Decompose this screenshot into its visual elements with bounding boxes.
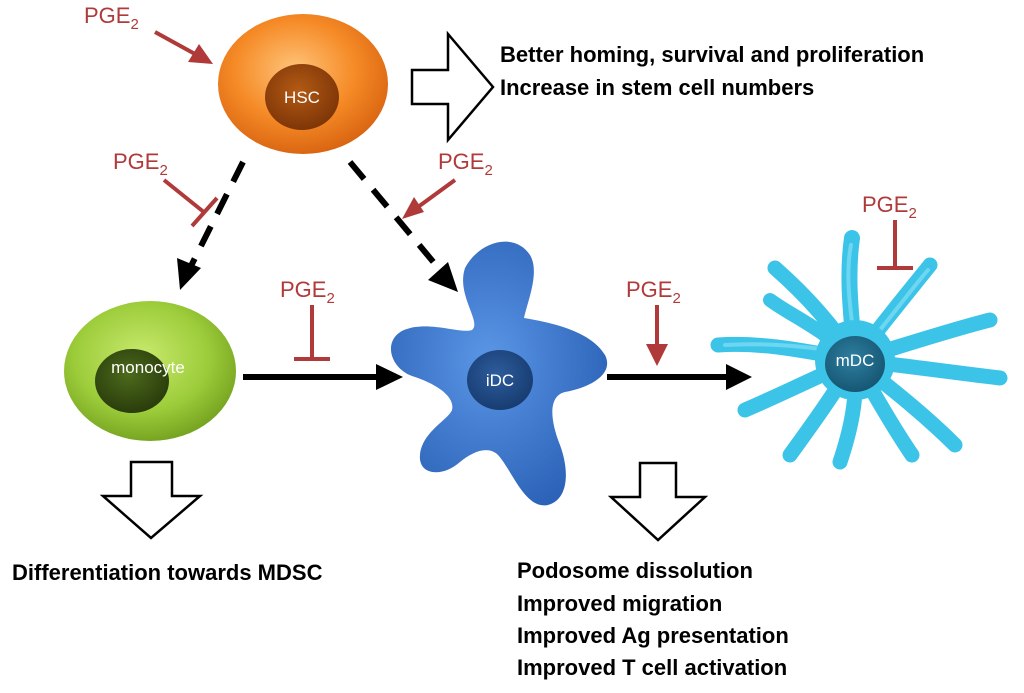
svg-text:PGE2: PGE2 <box>438 149 493 179</box>
mdc-effect-line: Improved T cell activation <box>517 655 787 680</box>
monocyte-cell: monocyte <box>64 301 236 441</box>
svg-text:PGE2: PGE2 <box>626 277 681 307</box>
pge2-inhibits-monocyte: PGE2 <box>113 149 219 228</box>
mdc-effect-line: Podosome dissolution <box>517 558 753 583</box>
pge2-stimulates-idc-differentiation: PGE2 <box>402 149 493 219</box>
dashed-arrow-hsc-to-monocyte <box>177 160 246 290</box>
dashed-arrow-hsc-to-idc <box>347 160 458 292</box>
idc-label: iDC <box>486 371 514 390</box>
svg-text:PGE2: PGE2 <box>84 3 139 33</box>
pge2-stimulates-hsc: PGE2 <box>84 3 213 64</box>
hollow-arrow-mdc-effect <box>607 461 709 542</box>
hsc-cell: HSC <box>218 14 388 154</box>
pge2-stimulates-idc-to-mdc: PGE2 <box>626 277 681 366</box>
monocyte-effect-line: Differentiation towards MDSC <box>12 560 323 585</box>
mdc-cell: mDC <box>710 230 1008 470</box>
hsc-effect-line: Increase in stem cell numbers <box>500 75 814 100</box>
pge2-inhibits-mdc: PGE2 <box>862 192 917 270</box>
hollow-arrow-monocyte-effect <box>99 460 204 540</box>
hollow-arrow-hsc-effect <box>410 30 495 144</box>
idc-to-mdc-effects: Podosome dissolution Improved migration … <box>517 558 789 680</box>
hsc-effects: Better homing, survival and proliferatio… <box>500 42 924 100</box>
arrow-monocyte-to-idc <box>243 364 403 390</box>
idc-cell: iDC <box>390 241 608 506</box>
mdc-effect-line: Improved migration <box>517 591 722 616</box>
hsc-label: HSC <box>284 88 320 107</box>
hsc-effect-line: Better homing, survival and proliferatio… <box>500 42 924 67</box>
mdc-label: mDC <box>836 351 875 370</box>
svg-text:PGE2: PGE2 <box>862 192 917 222</box>
monocyte-effects: Differentiation towards MDSC <box>12 560 323 585</box>
mdc-effect-line: Improved Ag presentation <box>517 623 789 648</box>
monocyte-label: monocyte <box>111 358 185 377</box>
pge2-inhibits-monocyte-to-idc: PGE2 <box>280 277 335 361</box>
svg-text:PGE2: PGE2 <box>280 277 335 307</box>
arrow-idc-to-mdc <box>607 364 752 390</box>
svg-text:PGE2: PGE2 <box>113 149 168 179</box>
